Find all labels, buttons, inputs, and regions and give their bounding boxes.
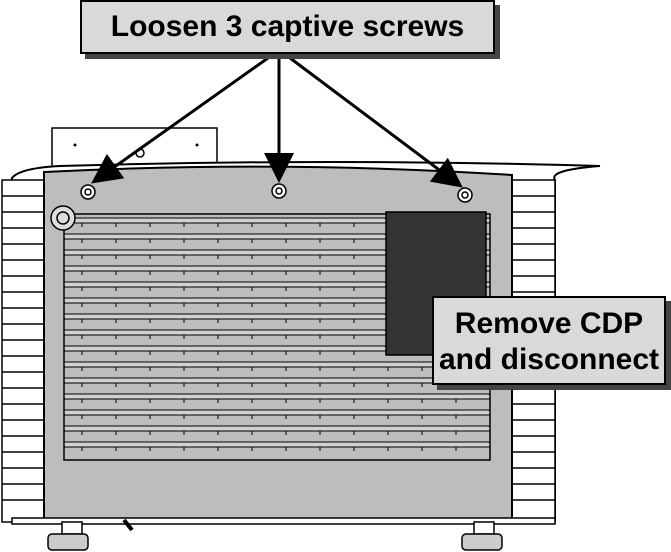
remove-cdp-line-1: Remove CDP	[454, 307, 644, 340]
vent-slat	[63, 441, 491, 448]
bottom-rail	[11, 517, 556, 525]
captive-screw-left	[80, 184, 96, 200]
loosen-screws-callout: Loosen 3 captive screws	[80, 0, 495, 54]
vent-slat	[63, 393, 491, 400]
remove-cdp-line-2: and disconnect	[438, 343, 660, 376]
vent-slat	[63, 409, 491, 416]
remove-cdp-callout: Remove CDP and disconnect	[432, 296, 666, 385]
vent-slat	[63, 377, 491, 384]
vent-slat	[63, 361, 491, 368]
cable-stub	[122, 518, 134, 532]
arrow-to-left-screw	[91, 56, 269, 184]
vent-slat	[63, 425, 491, 432]
lens-knob	[50, 205, 76, 231]
foot-left	[47, 521, 89, 551]
captive-screw-right	[457, 187, 473, 203]
arrow-to-right-screw	[289, 56, 463, 188]
left-side-ribs	[1, 179, 47, 523]
captive-screw-middle	[271, 183, 287, 199]
foot-right	[461, 521, 503, 551]
